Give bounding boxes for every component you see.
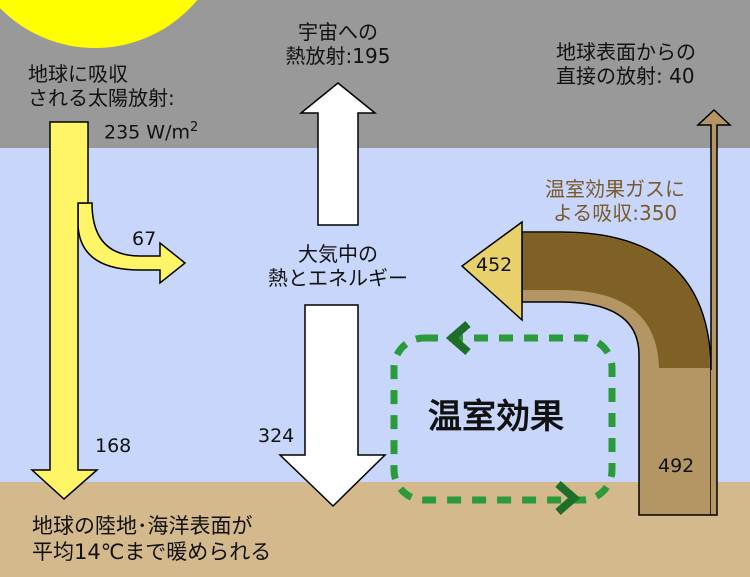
ghg-absorption-label: 温室効果ガスに よる吸収:350 — [520, 177, 710, 225]
ghg-absorption-line2: よる吸収:350 — [552, 201, 678, 225]
atmosphere-energy-line1: 大気中の — [298, 242, 378, 266]
greenhouse-cycle-loop — [390, 334, 616, 504]
direct-emission-label: 地球表面からの 直接の放射: 40 — [556, 40, 696, 88]
greenhouse-effect-title: 温室効果 — [428, 397, 564, 437]
space-emission-line1: 宇宙への — [298, 20, 378, 44]
back-radiation-value: 324 — [258, 425, 295, 447]
solar-value-text: 235 W/m — [104, 121, 191, 144]
atmosphere-absorbed-solar-value: 67 — [132, 228, 157, 250]
space-emission-label: 宇宙への 熱放射:195 — [268, 20, 408, 68]
ghg-absorption-band — [523, 233, 710, 368]
surface-absorbed-solar-value: 168 — [95, 435, 132, 457]
cycle-right-chevron-icon — [555, 480, 581, 516]
atmosphere-arrow-value: 452 — [476, 254, 513, 276]
solar-to-atmosphere-arrow — [77, 202, 187, 285]
direct-emission-line1: 地球表面からの — [556, 40, 696, 64]
back-radiation-arrow — [278, 304, 387, 508]
ground-label-line2: 平均14℃まで暖められる — [32, 540, 272, 564]
ghg-absorption-line1: 温室効果ガスに — [545, 177, 685, 201]
space-emission-line2: 熱放射:195 — [285, 44, 391, 68]
direct-emission-arrow — [696, 108, 732, 516]
ground-label: 地球の陸地･海洋表面が 平均14℃まで暖められる — [32, 513, 271, 565]
atmosphere-energy-label: 大気中の 熱とエネルギー — [248, 242, 428, 290]
solar-absorbed-line1: 地球に吸収 — [28, 62, 128, 86]
direct-emission-line2: 直接の放射: 40 — [556, 64, 695, 88]
atmosphere-arrowhead — [460, 220, 523, 322]
solar-absorbed-line2: される太陽放射: — [28, 86, 175, 110]
space-emission-arrow — [298, 82, 378, 226]
ground-band — [0, 482, 750, 577]
solar-absorbed-value: 235 W/m2 — [104, 116, 198, 144]
sun-icon — [0, 0, 198, 48]
ground-label-line1: 地球の陸地･海洋表面が — [32, 514, 253, 538]
solar-main-arrow — [30, 121, 99, 501]
cycle-left-chevron-icon — [445, 320, 471, 356]
atmosphere-energy-line2: 熱とエネルギー — [268, 266, 408, 290]
surface-emission-value: 492 — [658, 455, 695, 477]
solar-value-unit-sup: 2 — [190, 120, 199, 135]
solar-absorbed-label: 地球に吸収 される太陽放射: — [28, 62, 175, 110]
